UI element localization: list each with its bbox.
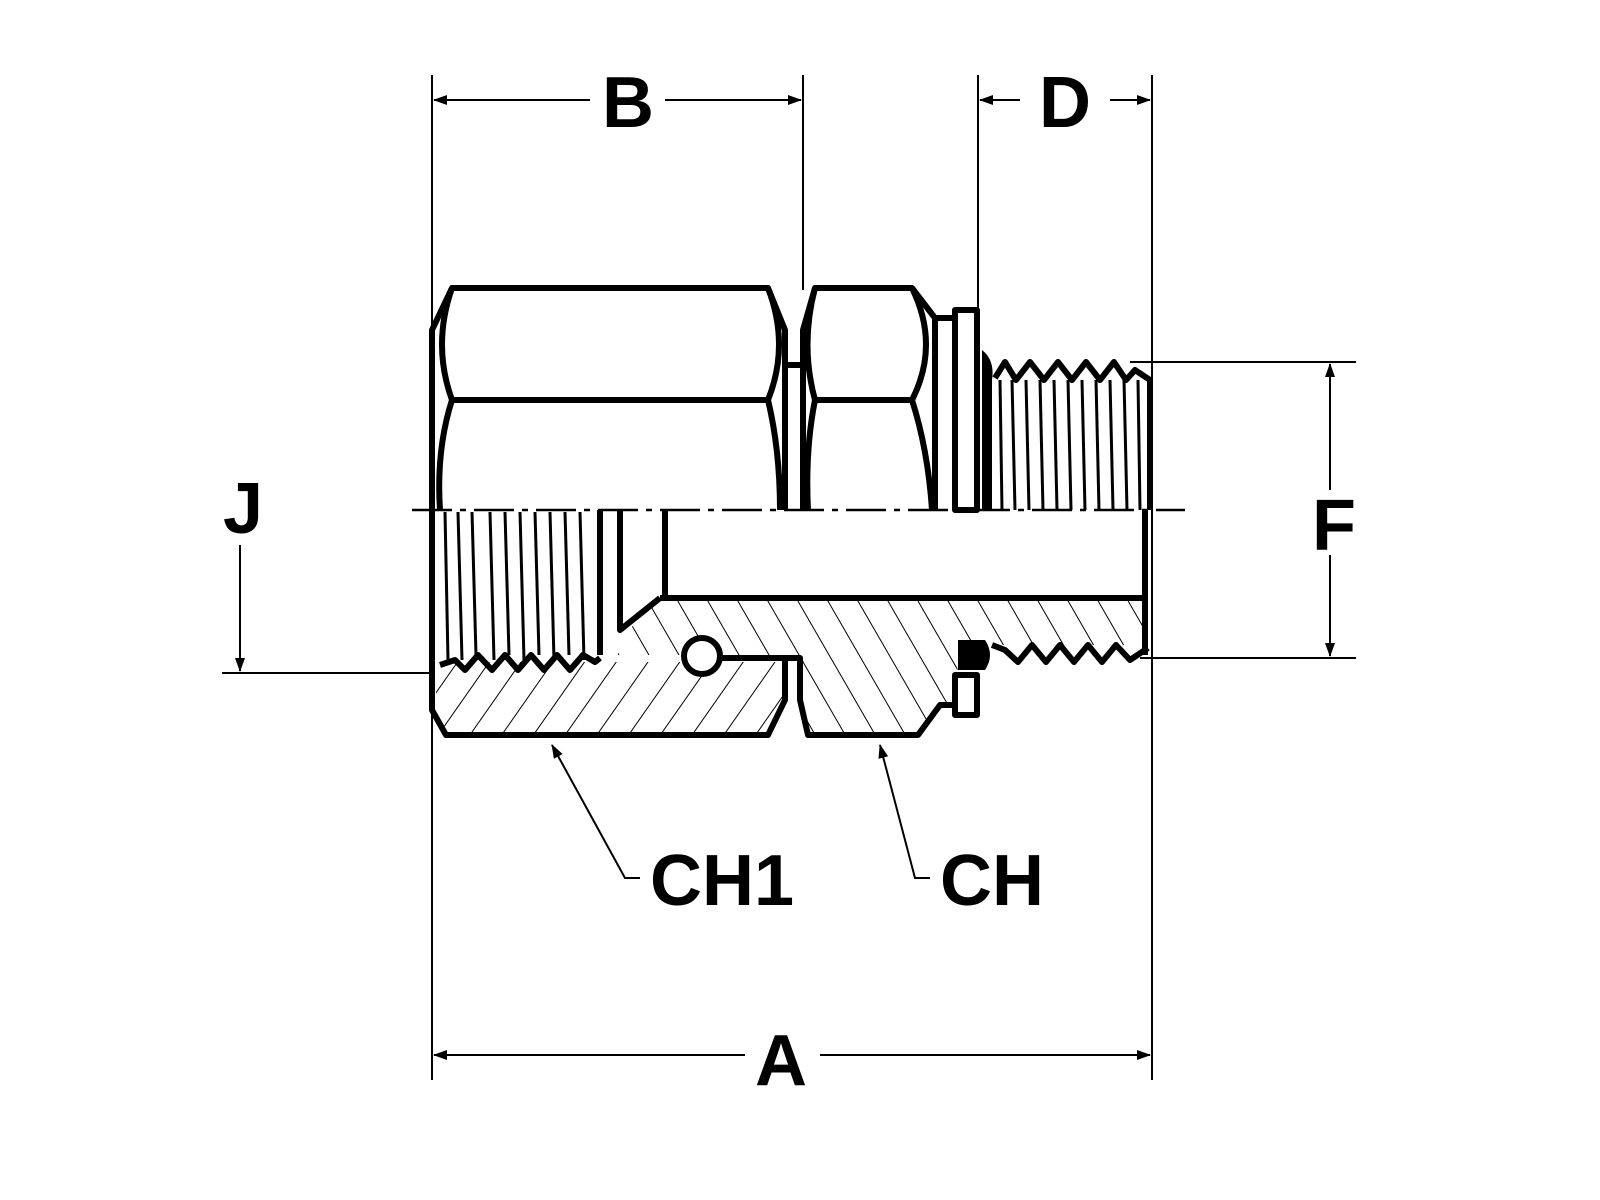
callout-ch1: CH1	[551, 744, 794, 921]
external-thread	[990, 359, 1153, 665]
dimension-d: D	[979, 63, 1151, 143]
body-hex	[660, 285, 1148, 738]
callout-label-ch: CH	[940, 841, 1044, 921]
internal-thread	[439, 511, 602, 673]
dimension-label-b: B	[602, 63, 654, 143]
callout-ch: CH	[878, 744, 1044, 921]
section-view	[436, 600, 1145, 735]
o-ring	[681, 635, 723, 677]
dimension-label-a: A	[755, 1021, 807, 1101]
callout-label-ch1: CH1	[650, 841, 794, 921]
extension-lines	[222, 75, 1356, 1080]
flange	[935, 307, 993, 718]
dimension-label-d: D	[1039, 63, 1091, 143]
dimension-a: A	[433, 1021, 1151, 1101]
dimension-b: B	[433, 63, 802, 143]
dimension-f: F	[1312, 363, 1356, 657]
dimension-label-f: F	[1312, 486, 1356, 566]
dimension-j: J	[223, 469, 263, 672]
dimension-label-j: J	[223, 469, 263, 549]
